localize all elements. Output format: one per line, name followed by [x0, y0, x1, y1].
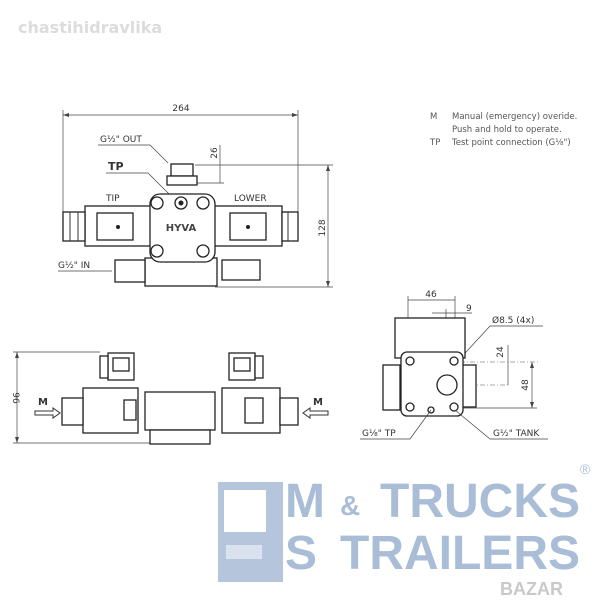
logo-s: S [285, 527, 318, 580]
dim-96: 96 [10, 392, 20, 404]
out-port-label: G½" OUT [100, 135, 142, 145]
manual-override-right: M [313, 397, 323, 408]
dim-9: 9 [466, 304, 472, 314]
dim-128: 128 [318, 219, 328, 236]
logo-amp: & [340, 490, 361, 521]
dim-26: 26 [210, 147, 220, 159]
manual-override-left: M [38, 397, 48, 408]
registered-mark: ® [580, 461, 591, 477]
in-port-label: G½" IN [58, 261, 90, 271]
dim-48: 48 [521, 379, 531, 391]
tp-label: TP [108, 160, 124, 173]
tank-port-label: G½" TANK [493, 429, 540, 439]
dim-264: 264 [172, 104, 189, 114]
top-view: 264 128 26 G½" OUT TP G½" IN TIP LOWER [58, 104, 333, 288]
lower-label: LOWER [234, 194, 267, 204]
hole-dim: Ø8.5 (4x) [492, 315, 534, 326]
logo-trailers: TRAILERS [340, 527, 580, 580]
logo-trucks: TRUCKS [380, 475, 580, 528]
dim-24: 24 [496, 346, 506, 358]
tp-port-label: G⅛" TP [362, 429, 396, 439]
bottom-view: 46 9 Ø8.5 (4x) 24 48 G⅛" TP G½" [360, 290, 548, 440]
tip-label: TIP [105, 194, 120, 204]
side-view: 96 M M [10, 351, 329, 445]
truck-logo-icon [218, 482, 283, 582]
logo-m: M [285, 475, 325, 528]
legend-item: Push and hold to operate. [452, 125, 562, 135]
bazar-watermark: BAZAR [500, 579, 563, 599]
dim-46: 46 [425, 290, 437, 300]
watermark: chastihidravlika [18, 18, 163, 37]
brand-label: HYVA [166, 223, 197, 234]
